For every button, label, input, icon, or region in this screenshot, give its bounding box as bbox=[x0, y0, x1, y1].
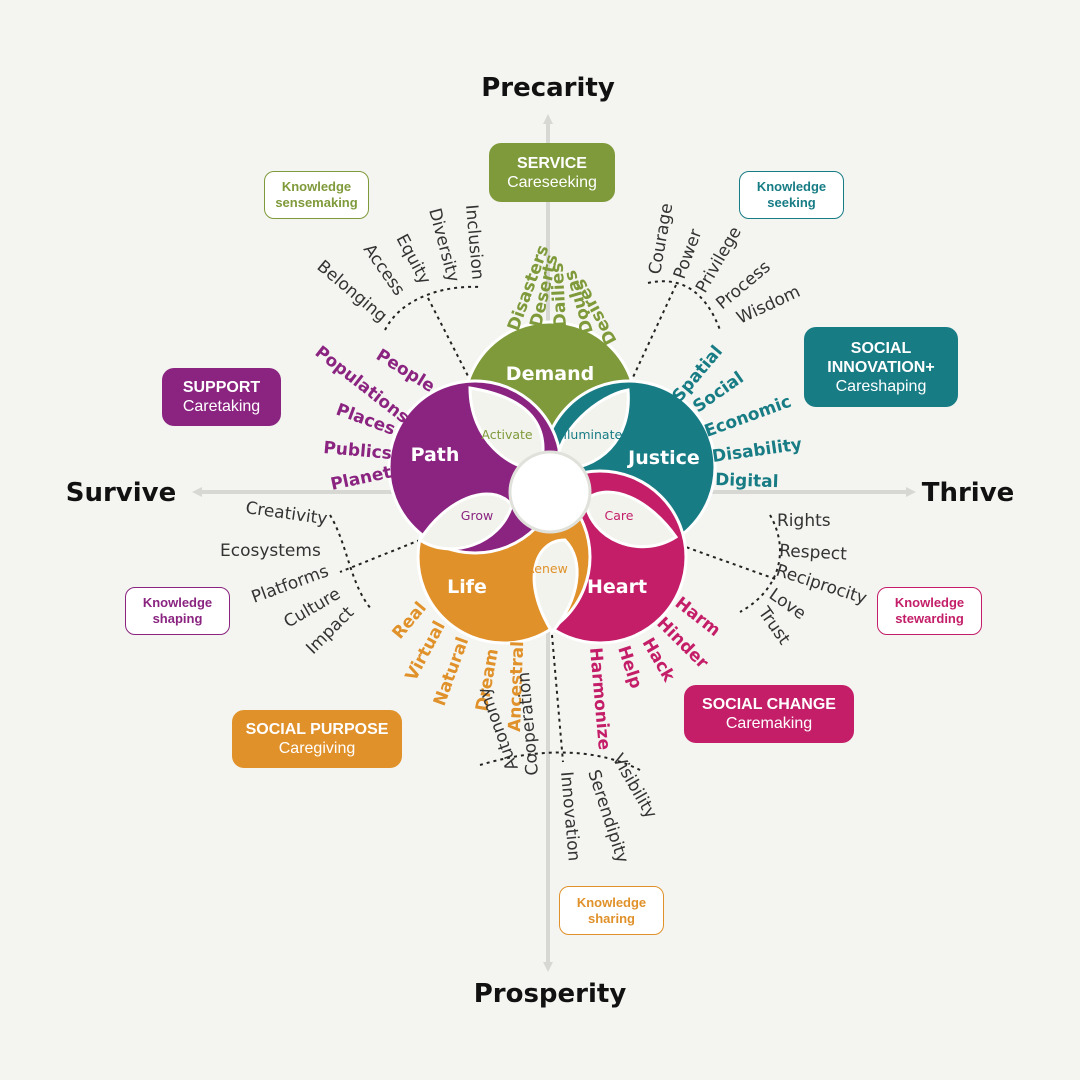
knowledge-seeking-line2: seeking bbox=[767, 195, 816, 210]
gray-words-left: Creativity Ecosystems Platforms Culture … bbox=[220, 498, 358, 658]
knowledge-seeking-line1: Knowledge bbox=[756, 179, 827, 194]
petal-title-demand: Demand bbox=[506, 363, 594, 385]
knowledge-sensemaking: Knowledge sensemaking bbox=[264, 171, 369, 219]
gray-words-right: Rights Respect Reciprocity Love Trust bbox=[753, 511, 869, 649]
box-social-purpose-title: SOCIAL PURPOSE bbox=[245, 721, 389, 738]
petal-title-life: Life bbox=[447, 576, 487, 598]
gray-word: Rights bbox=[777, 511, 831, 531]
knowledge-stewarding-line1: Knowledge bbox=[894, 595, 965, 610]
knowledge-sharing: Knowledge sharing bbox=[559, 886, 664, 935]
flower bbox=[387, 320, 717, 645]
word-justice-5: Digital bbox=[715, 470, 779, 492]
gray-word: Ecosystems bbox=[220, 541, 321, 561]
gray-word: Creativity bbox=[244, 498, 328, 529]
inner-label-activate: Activate bbox=[481, 427, 533, 442]
axis-label-left: Survive bbox=[66, 478, 177, 508]
flower-center bbox=[508, 450, 592, 534]
box-social-purpose-subtitle: Caregiving bbox=[278, 740, 356, 757]
word-path-4: Publics bbox=[323, 438, 393, 464]
box-social-innovation: SOCIAL INNOVATION+ Careshaping bbox=[804, 327, 958, 407]
knowledge-seeking: Knowledge seeking bbox=[739, 171, 844, 219]
box-social-change-subtitle: Caremaking bbox=[725, 715, 813, 732]
knowledge-shaping-line1: Knowledge bbox=[142, 595, 213, 610]
gray-words-top-right: Courage Power Privilege Process Wisdom bbox=[645, 202, 803, 329]
gray-word: Inclusion bbox=[461, 204, 487, 281]
box-social-purpose: SOCIAL PURPOSE Caregiving bbox=[232, 710, 402, 768]
petal-title-path: Path bbox=[411, 444, 460, 466]
inner-label-grow: Grow bbox=[461, 508, 493, 523]
box-social-innovation-title: SOCIAL INNOVATION+ bbox=[827, 339, 935, 376]
inner-label-care: Care bbox=[605, 508, 634, 523]
axis-label-top: Precarity bbox=[481, 73, 615, 103]
word-demand-3: Dailies bbox=[548, 262, 571, 328]
inner-label-renew: Renew bbox=[526, 561, 568, 576]
knowledge-sharing-line1: Knowledge bbox=[576, 894, 647, 910]
gray-words-top-left: Belonging Access Equity Diversity Inclus… bbox=[313, 204, 488, 327]
axis-label-bottom: Prosperity bbox=[474, 979, 627, 1009]
knowledge-shaping-line2: shaping bbox=[152, 611, 203, 626]
box-support-subtitle: Caretaking bbox=[182, 398, 261, 415]
box-service-subtitle: Careseeking bbox=[507, 173, 597, 191]
gray-words-bottom: Autonomy Cooperation Innovation Serendip… bbox=[474, 671, 661, 866]
axis-label-right: Thrive bbox=[922, 478, 1015, 508]
knowledge-sharing-line2: sharing bbox=[588, 910, 635, 926]
box-support: SUPPORT Caretaking bbox=[162, 368, 281, 426]
knowledge-sensemaking-line2: sensemaking bbox=[275, 195, 358, 210]
box-service: SERVICE Careseeking bbox=[489, 143, 615, 202]
box-social-change: SOCIAL CHANGE Caremaking bbox=[684, 685, 854, 743]
word-life-5: Ancestral bbox=[505, 641, 528, 732]
gray-word: Innovation bbox=[556, 771, 584, 862]
knowledge-shaping: Knowledge shaping bbox=[125, 587, 230, 635]
box-support-title: SUPPORT bbox=[182, 379, 261, 396]
gray-word: Respect bbox=[779, 541, 848, 565]
box-service-title: SERVICE bbox=[517, 154, 587, 172]
knowledge-stewarding: Knowledge stewarding bbox=[877, 587, 982, 635]
knowledge-sensemaking-line1: Knowledge bbox=[281, 179, 352, 194]
dotted-connectors bbox=[329, 280, 781, 771]
petal-title-heart: Heart bbox=[587, 576, 647, 598]
box-social-change-title: SOCIAL CHANGE bbox=[702, 696, 836, 713]
word-heart-5: Harmonize bbox=[585, 647, 614, 751]
inner-petal-bottom bbox=[532, 538, 579, 635]
petal-title-justice: Justice bbox=[626, 447, 700, 469]
knowledge-stewarding-line2: stewarding bbox=[895, 611, 964, 626]
word-justice-4: Disability bbox=[711, 435, 803, 467]
box-social-innovation-subtitle: Careshaping bbox=[835, 377, 927, 395]
inner-label-illuminate: Illuminate bbox=[560, 427, 623, 442]
word-heart-4: Help bbox=[613, 643, 646, 691]
